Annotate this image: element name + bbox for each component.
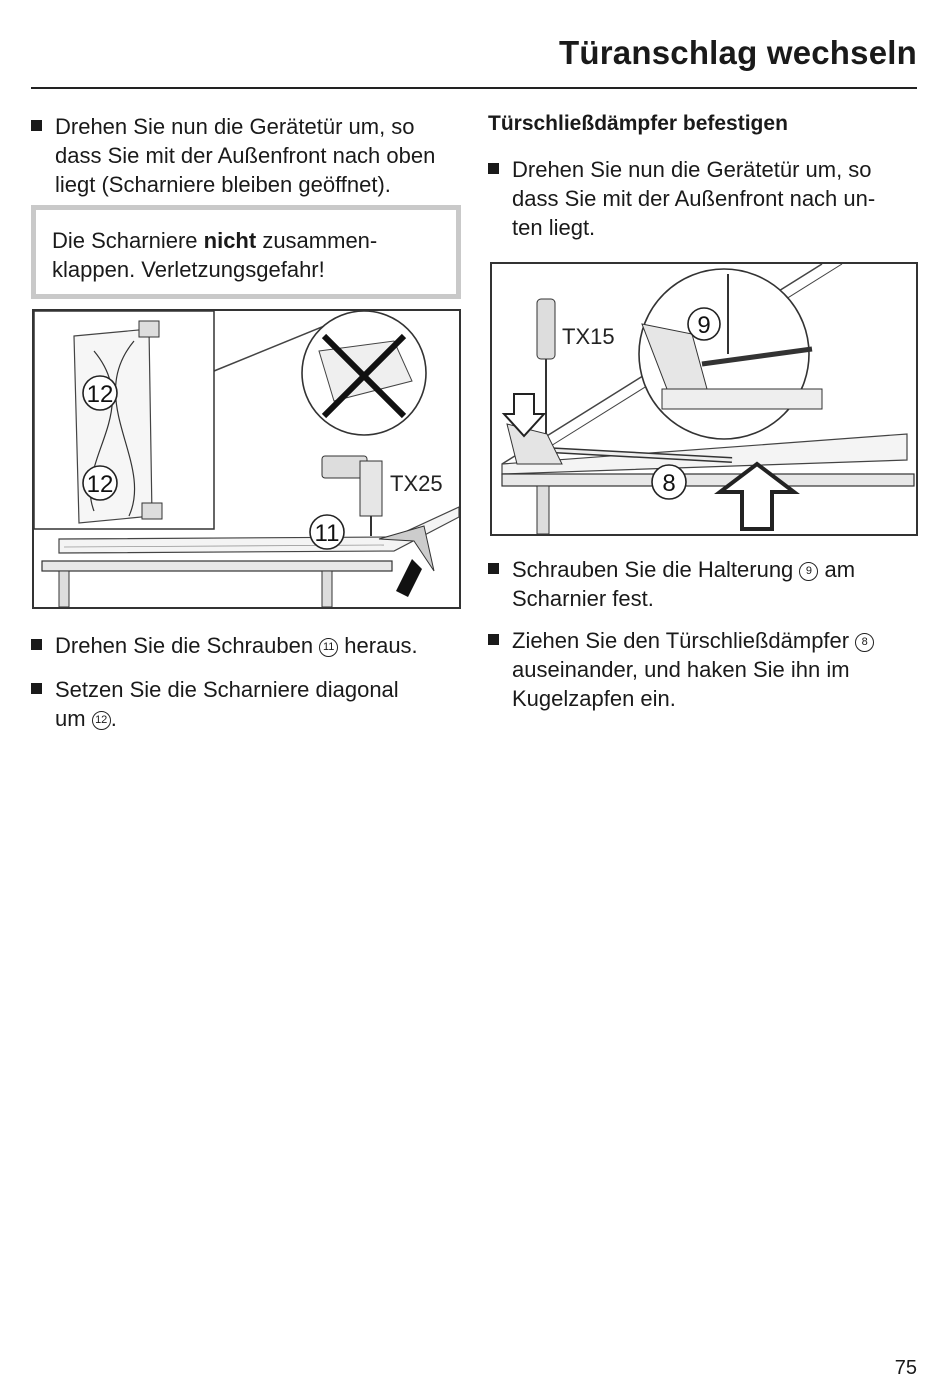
callout-ref-11: 11 <box>319 638 339 657</box>
figure-hinge-removal: 12 12 TX25 11 <box>32 309 461 609</box>
callout-12-top: 12 <box>87 381 114 408</box>
callout-ref-8: 8 <box>855 633 875 652</box>
callout-12-bottom: 12 <box>87 471 114 498</box>
figure-damper: TX15 9 8 <box>490 262 918 536</box>
list-item: Drehen Sie nun die Gerätetür um, so dass… <box>488 155 918 242</box>
step-text-end: . <box>110 706 117 731</box>
step-text: Ziehen Sie den Türschließdämpfer <box>512 628 856 653</box>
list-item: Ziehen Sie den Türschließdämpfer 8 ausei… <box>488 626 918 713</box>
callout-8: 8 <box>662 470 675 497</box>
warning-emphasis: nicht <box>203 228 257 253</box>
bullet-square <box>31 639 42 650</box>
warning-text-line2: klappen. Verletzungsgefahr! <box>52 257 325 282</box>
step-text: Drehen Sie nun die Gerätetür um, so dass… <box>55 114 436 197</box>
step-text: Schrauben Sie die Halterung <box>512 557 800 582</box>
list-item: Setzen Sie die Scharniere diagonal um 12… <box>31 675 461 733</box>
step-text-end: auseinander, und haken Sie ihn im Kugelz… <box>512 657 850 711</box>
bullet-square <box>31 683 42 694</box>
warning-text-start: Die Scharniere <box>52 228 204 253</box>
page-number: 75 <box>894 1357 917 1379</box>
hinge-removal-illustration: 12 12 TX25 11 <box>34 311 459 607</box>
step-text: Setzen Sie die Scharniere diagonal um <box>55 677 399 731</box>
list-item: Drehen Sie die Schrauben 11 heraus. <box>31 631 461 660</box>
warning-box: Die Scharniere nicht zusammen- klappen. … <box>31 205 461 299</box>
bullet-square <box>488 563 499 574</box>
callout-ref-12: 12 <box>91 711 111 730</box>
list-item: Drehen Sie nun die Gerätetür um, so dass… <box>31 112 461 199</box>
page-title: Türanschlag wechseln <box>559 34 917 71</box>
callout-9: 9 <box>697 312 710 339</box>
callout-ref-9: 9 <box>799 562 819 581</box>
callout-11: 11 <box>315 520 340 547</box>
step-text-end: am Scharnier fest. <box>512 557 856 611</box>
section-heading: Türschließdämpfer befestigen <box>488 112 788 135</box>
step-text-end: heraus. <box>338 633 418 658</box>
bullet-square <box>488 163 499 174</box>
tool-label-tx15: TX15 <box>562 324 615 349</box>
header-rule <box>31 87 917 89</box>
bullet-square <box>31 120 42 131</box>
step-text: Drehen Sie nun die Gerätetür um, so dass… <box>512 157 876 240</box>
warning-text-end: zusammen- <box>256 228 378 253</box>
damper-illustration: TX15 9 8 <box>501 264 915 534</box>
list-item: Schrauben Sie die Halterung 9 am Scharni… <box>488 555 918 613</box>
tool-label-tx25: TX25 <box>390 471 443 496</box>
step-text: Drehen Sie die Schrauben <box>55 633 320 658</box>
bullet-square <box>488 634 499 645</box>
